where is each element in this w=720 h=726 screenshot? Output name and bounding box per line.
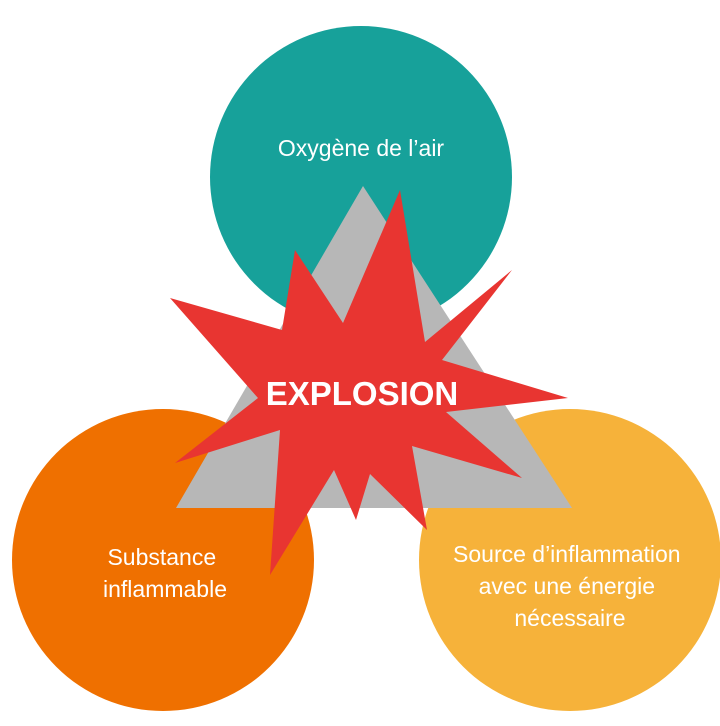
explosion-label: EXPLOSION (266, 375, 459, 412)
right-circle-label: Source d’inflammation avec une énergie n… (453, 541, 687, 631)
top-circle-oxygen (210, 26, 512, 328)
explosion-starburst (170, 190, 568, 575)
top-circle-label: Oxygène de l’air (278, 135, 445, 161)
left-circle-label: Substance inflammable (103, 544, 227, 602)
